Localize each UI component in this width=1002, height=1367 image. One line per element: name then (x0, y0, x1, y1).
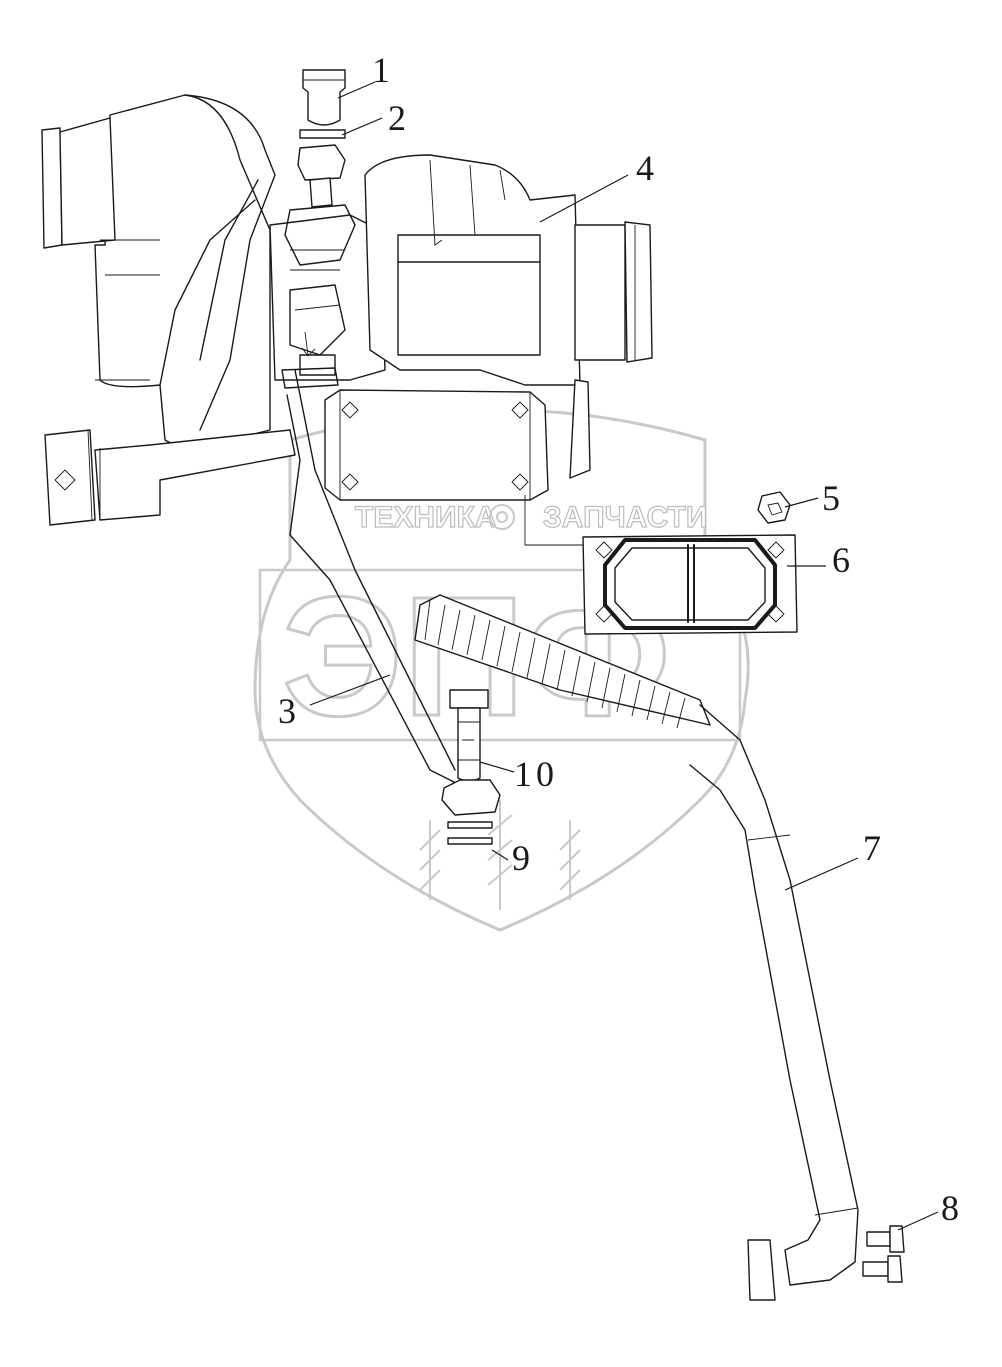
compressor-inlet-flange (41, 127, 63, 249)
part-2-washer (299, 129, 346, 139)
callout-7: 7 (863, 828, 881, 868)
callout-5: 5 (822, 478, 840, 518)
part-9-nut-and-washers (441, 779, 501, 845)
turbine-outlet-pipe (574, 224, 626, 361)
callout-4: 4 (636, 148, 654, 188)
exhaust-flange-plate (324, 389, 549, 501)
part-5-nut (757, 491, 791, 524)
turbocharger (41, 94, 653, 526)
callout-labels: 1 2 3 4 5 6 7 8 9 10 (278, 50, 959, 1228)
part-3-oil-drain-tube (286, 369, 471, 791)
part-1-banjo-bolt (302, 69, 346, 126)
callout-2: 2 (388, 98, 406, 138)
watermark-left-text: ТЕХНИКА (355, 501, 497, 534)
callout-leaders (309, 81, 939, 1231)
part-7-exhaust-pipe (414, 594, 859, 1301)
callout-9: 9 (512, 838, 530, 878)
part-8-bolts (862, 1225, 905, 1283)
callout-10: 10 (514, 754, 558, 794)
callout-6: 6 (832, 540, 850, 580)
part-6-gasket (582, 534, 798, 635)
watermark: ЭПФ ТЕХНИКА ЗАПЧАСТИ (253, 408, 750, 932)
callout-3: 3 (278, 691, 296, 731)
turbine-housing (364, 154, 581, 386)
gear-icon (489, 504, 515, 530)
turbine-outlet-flange (624, 221, 653, 363)
exhaust-pipe-end-flange (747, 1239, 776, 1301)
oil-feed-banjo-fitting (297, 144, 346, 208)
callout-1: 1 (372, 50, 390, 90)
turbine-side-bracket (569, 379, 591, 479)
wastegate-actuator-connector (44, 429, 96, 526)
compressor-housing (94, 94, 271, 449)
wastegate-actuator-bracket (94, 429, 296, 521)
compressor-inlet-pipe (59, 117, 116, 246)
watermark-right-text: ЗАПЧАСТИ (543, 501, 707, 534)
gasket-alignment-line (524, 495, 583, 546)
callout-8: 8 (941, 1188, 959, 1228)
